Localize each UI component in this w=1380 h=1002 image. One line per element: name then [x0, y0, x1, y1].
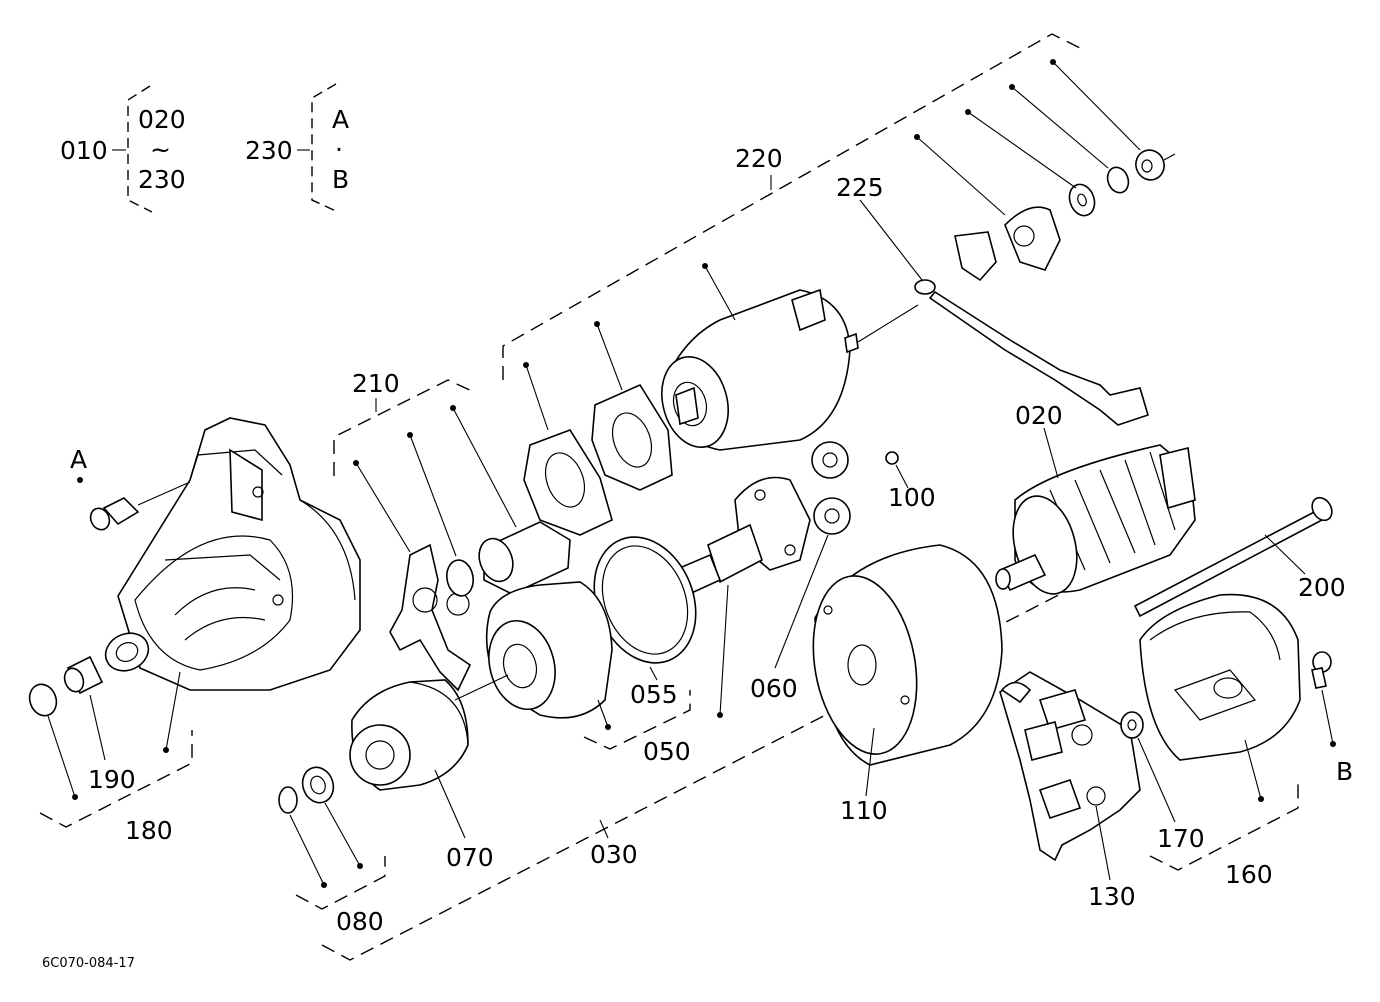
stop-ring-collar	[278, 766, 335, 814]
label-110: 110	[840, 796, 888, 825]
bushing-190	[28, 655, 104, 717]
internal-gear-shaft	[593, 476, 811, 664]
label-050: 050	[643, 737, 691, 766]
label-b: B	[1336, 757, 1353, 786]
label-100: 100	[888, 483, 936, 512]
label-160: 160	[1225, 860, 1273, 889]
leader-lines	[47, 59, 1336, 888]
label-170: 170	[1157, 824, 1205, 853]
label-225: 225	[836, 173, 884, 202]
legend-group-230: 230 A · B	[245, 83, 349, 213]
drive-end-housing	[104, 417, 361, 691]
gasket-plates	[523, 383, 673, 536]
yoke-assembly	[812, 544, 1003, 766]
overrunning-clutch	[349, 679, 469, 791]
label-055: 055	[630, 680, 678, 709]
label-060: 060	[750, 674, 798, 703]
terminal-parts	[914, 149, 1176, 426]
label-020: 020	[1015, 401, 1063, 430]
legend-parent-010: 010	[60, 136, 108, 165]
label-080: 080	[336, 907, 384, 936]
legend-group-010: 010 020 ~ 230	[60, 85, 186, 213]
planetary-gears	[811, 441, 899, 535]
label-210: 210	[352, 369, 400, 398]
bracket-180	[39, 730, 193, 828]
label-070: 070	[446, 843, 494, 872]
shift-lever	[389, 543, 474, 692]
brush-holder	[999, 671, 1141, 862]
legend-item-b: B	[332, 165, 349, 194]
label-220: 220	[735, 144, 783, 173]
legend-item-dot: ·	[335, 135, 343, 164]
legend-item-a: A	[332, 105, 349, 134]
drawing-code: 6C070-084-17	[42, 956, 135, 971]
label-180: 180	[125, 816, 173, 845]
bracket-210	[333, 379, 475, 476]
bracket-160	[1149, 780, 1299, 871]
rear-end-cover	[1120, 593, 1332, 761]
gear-case	[485, 581, 613, 719]
bracket-080	[295, 856, 386, 910]
label-130: 130	[1088, 882, 1136, 911]
legend-parent-230: 230	[245, 136, 293, 165]
label-030: 030	[590, 840, 638, 869]
bolt-a	[89, 481, 191, 531]
seal-rubber	[478, 521, 571, 595]
label-a: A	[70, 445, 87, 474]
legend-range-tilde: ~	[150, 135, 171, 164]
bracket-050	[583, 690, 691, 750]
label-190: 190	[88, 765, 136, 794]
legend-range-end: 230	[138, 165, 186, 194]
part-labels: A B 020 030 050 055 060 070 080 100 110 …	[42, 144, 1353, 971]
legend-range-start: 020	[138, 105, 186, 134]
armature	[995, 444, 1196, 595]
solenoid-switch	[661, 288, 919, 451]
through-bolt	[1133, 496, 1333, 618]
label-200: 200	[1298, 573, 1346, 602]
